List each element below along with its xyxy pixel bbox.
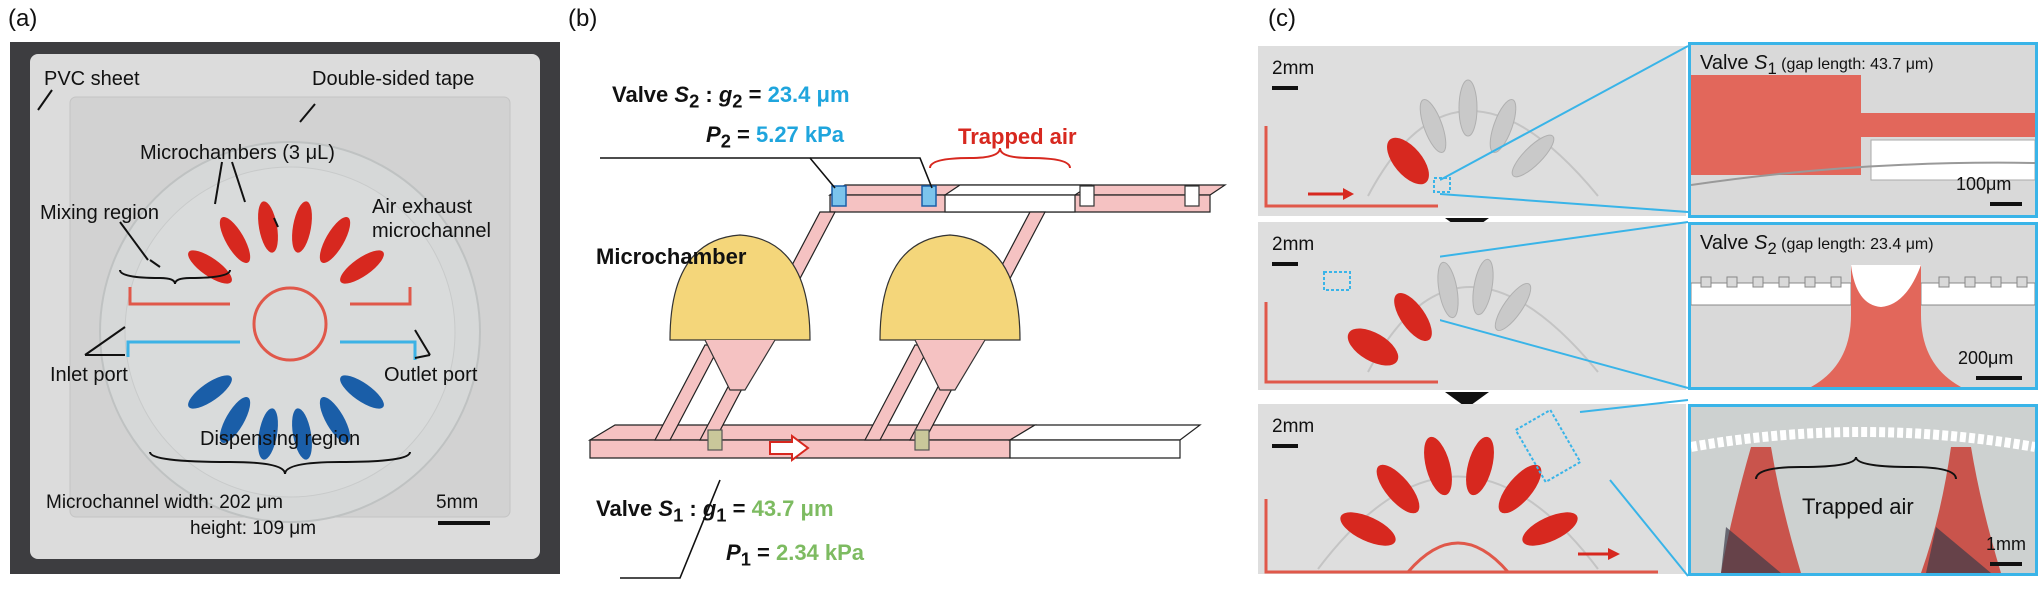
- photo-2-scale-label: 2mm: [1272, 234, 1315, 255]
- valve-s2-symbol: S: [674, 82, 690, 107]
- valve-s2-equals: =: [742, 82, 768, 107]
- microchannel-width-label: Microchannel width: 202 μm: [46, 492, 283, 513]
- zoom-2-illustration: [1691, 225, 2035, 387]
- p1-symbol: P: [726, 540, 741, 565]
- zoom-panel-trapped-air: [1688, 404, 2038, 576]
- zoom-1-title: Valve S1 (gap length: 43.7 μm): [1700, 52, 1934, 79]
- p2-spec: P2 = 5.27 kPa: [706, 122, 844, 152]
- panel-a-photo: [10, 42, 560, 574]
- zoom-1-subscript: 1: [1767, 59, 1777, 78]
- p2-value: 5.27 kPa: [755, 122, 845, 147]
- panel-b-schematic: [570, 40, 1250, 590]
- p2-equals: =: [730, 122, 756, 147]
- photo-1-scale-bar: [1272, 86, 1298, 90]
- zoom-1-scale-label: 100μm: [1956, 174, 2012, 194]
- inlet-port-label: Inlet port: [50, 364, 128, 386]
- photo-2-illustration: [1258, 222, 1686, 390]
- mixing-region-label: Mixing region: [40, 202, 159, 224]
- zoom-1-s-symbol: S: [1754, 52, 1768, 74]
- zoom-panel-valve-s2: [1688, 222, 2038, 390]
- valve-s1-colon: :: [683, 496, 703, 521]
- panel-b-label: (b): [568, 5, 598, 32]
- valve-s2-g-symbol: g: [718, 82, 733, 107]
- panel-c-photo-3: [1258, 404, 1686, 574]
- photo-1-scale-label: 2mm: [1272, 58, 1315, 79]
- zoom-2-title: Valve S2 (gap length: 23.4 μm): [1700, 232, 1934, 259]
- photo-1-illustration: [1258, 46, 1686, 216]
- zoom-2-title-prefix: Valve: [1700, 232, 1755, 254]
- zoom-2-s-symbol: S: [1754, 232, 1768, 254]
- valve-s1-gap-value: 43.7 μm: [751, 496, 834, 521]
- pvc-sheet-label: PVC sheet: [44, 68, 140, 90]
- valve-s1-g-symbol: g: [702, 496, 717, 521]
- microchamber-label: Microchamber: [596, 244, 747, 269]
- panel-c-label: (c): [1268, 5, 1296, 32]
- panel-c-photo-1: [1258, 46, 1686, 216]
- zoom-3-illustration: [1691, 407, 2035, 573]
- photo-3-illustration: [1258, 404, 1686, 574]
- zoom-2-subscript: 2: [1767, 239, 1777, 258]
- zoom-3-scale-bar: [1990, 562, 2022, 566]
- valve-s1-g-subscript: 1: [716, 504, 727, 526]
- valve-s2-gap-value: 23.4 μm: [767, 82, 850, 107]
- zoom-connector-lines: [1440, 45, 1689, 577]
- dispensing-region-label: Dispensing region: [200, 428, 361, 450]
- outlet-port-label: Outlet port: [384, 364, 478, 386]
- photo-3-scale-bar: [1272, 444, 1298, 448]
- panel-a-label: (a): [8, 5, 38, 32]
- zoom-2-gap-length: (gap length: 23.4 μm): [1776, 236, 1934, 253]
- double-sided-tape-label: Double-sided tape: [312, 68, 475, 90]
- air-exhaust-label-2: microchannel: [372, 220, 491, 242]
- zoom-panel-valve-s1: [1688, 42, 2038, 218]
- p2-subscript: 2: [720, 130, 731, 152]
- photo-3-scale-label: 2mm: [1272, 416, 1315, 437]
- panel-c-photo-2: [1258, 222, 1686, 390]
- zoom-3-trapped-air-label: Trapped air: [1802, 494, 1914, 519]
- p1-subscript: 1: [740, 548, 751, 570]
- zoom-3-scale-label: 1mm: [1986, 534, 2026, 554]
- valve-s2-spec: Valve S2 : g2 = 23.4 μm: [612, 82, 850, 112]
- zoom-2-scale-bar: [1976, 376, 2022, 380]
- microchambers-label: Microchambers (3 μL): [140, 142, 335, 164]
- valve-s2-g-subscript: 2: [732, 90, 743, 112]
- valve-s1-equals: =: [726, 496, 752, 521]
- device-photo-illustration: [10, 42, 560, 574]
- zoom-2-scale-label: 200μm: [1958, 348, 2014, 368]
- photo-2-scale-bar: [1272, 262, 1298, 266]
- scale-bar-5mm: [438, 521, 490, 525]
- zoom-1-gap-length: (gap length: 43.7 μm): [1776, 56, 1934, 73]
- valve-s2-colon: :: [699, 82, 719, 107]
- valve-s2-prefix: Valve: [612, 82, 675, 107]
- zoom-1-illustration: [1691, 45, 2035, 215]
- p1-value: 2.34 kPa: [775, 540, 865, 565]
- air-exhaust-label: Air exhaust: [372, 196, 473, 218]
- valve-s1-symbol: S: [658, 496, 674, 521]
- valve-s2-subscript: 2: [689, 90, 700, 112]
- p1-spec: P1 = 2.34 kPa: [726, 540, 864, 570]
- p2-symbol: P: [706, 122, 721, 147]
- valve-s1-prefix: Valve: [596, 496, 659, 521]
- zoom-1-title-prefix: Valve: [1700, 52, 1755, 74]
- valve-s1-subscript: 1: [673, 504, 684, 526]
- valve-s1-spec: Valve S1 : g1 = 43.7 μm: [596, 496, 834, 526]
- trapped-air-label: Trapped air: [958, 124, 1077, 149]
- valve-schematic-drawing: [587, 147, 1227, 579]
- p1-equals: =: [750, 540, 776, 565]
- microchannel-height-label: height: 109 μm: [190, 518, 317, 539]
- zoom-1-scale-bar: [1990, 202, 2022, 206]
- scale-5mm-label: 5mm: [436, 492, 479, 513]
